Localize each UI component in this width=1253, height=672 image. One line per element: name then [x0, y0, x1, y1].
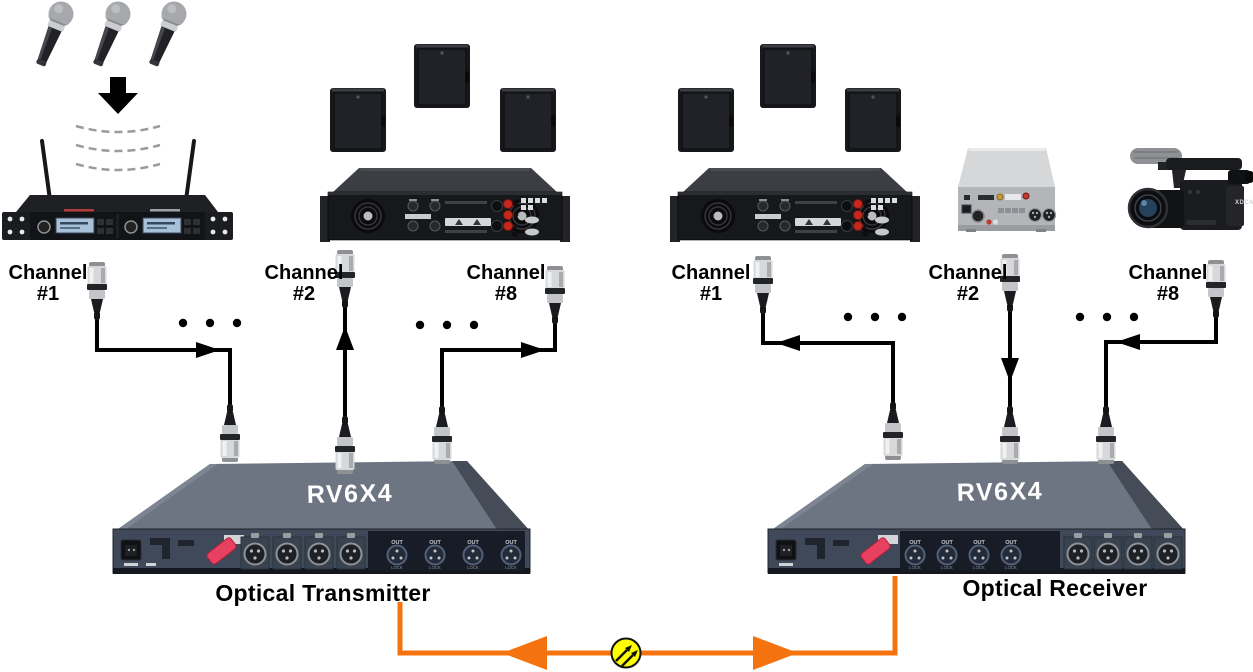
fiber-optic-cable [397, 576, 898, 656]
cable-left-channel-1 [95, 300, 232, 440]
lock-port-label: LOCK [909, 565, 921, 570]
power-amplifier [669, 167, 921, 243]
arrow-up-icon [336, 326, 354, 350]
fiber-arrow-left-icon [502, 636, 547, 670]
channel-label-left-1: Channel #1 [0, 263, 103, 305]
camera-brand-label: XDCAM [1235, 200, 1253, 206]
channel-label-left-8: Channel #8 [451, 263, 561, 305]
speaker-cabinet [499, 87, 557, 153]
down-arrow-icon [98, 77, 138, 114]
receiver-out-xlr-ports: OUT OUT OUT OUT LOCK LOCK LOCK LOCK [900, 531, 1060, 571]
video-camera: XDCAM [1127, 148, 1253, 230]
speaker-cabinet [759, 43, 817, 109]
warranty-tag [206, 537, 237, 565]
xlr-connector [335, 416, 355, 474]
wireless-mic-receiver [2, 139, 233, 240]
xlr-connector [883, 402, 903, 460]
lock-port-label: LOCK [505, 565, 517, 570]
channel-label-left-2: Channel #2 [249, 263, 359, 305]
speaker-cabinet [677, 87, 735, 153]
channel-number: #1 [699, 283, 723, 305]
fiber-optic-symbol-icon [610, 637, 642, 669]
lock-port-label: LOCK [1005, 565, 1017, 570]
out-port-label: OUT [391, 540, 403, 546]
channel-name: Channel [671, 262, 751, 284]
cable-right-channel-8 [1104, 295, 1218, 450]
out-port-label: OUT [505, 540, 517, 546]
xlr-connector [432, 406, 452, 464]
out-port-label: OUT [429, 540, 441, 546]
receiver-model-label: RV6X4 [956, 477, 1044, 507]
lock-port-label: LOCK [941, 565, 953, 570]
arrow-right-icon [196, 342, 220, 358]
ellipsis-dots [178, 312, 1139, 330]
channel-name: Channel [264, 262, 344, 284]
microphone-icon [85, 0, 135, 70]
transmitter-caption: Optical Transmitter [215, 580, 431, 606]
cable-arrowheads [196, 326, 1140, 382]
channel-name: Channel [928, 262, 1008, 284]
microphone-icon [28, 0, 78, 70]
optical-receiver-unit: OUT OUT OUT OUT LOCK LOCK LOCK LOCK [767, 461, 1186, 574]
xlr-connector [220, 404, 240, 462]
lock-port-label: LOCK [429, 565, 441, 570]
arrow-left-icon [776, 335, 800, 351]
arrow-down-icon [1001, 358, 1019, 382]
out-port-label: OUT [973, 540, 985, 546]
wireless-waves-icon [75, 124, 161, 172]
receiver-caption: Optical Receiver [962, 575, 1148, 601]
channel-number: #2 [956, 283, 980, 305]
speakers-right-group [677, 43, 902, 153]
cable-right-channel-1 [761, 290, 895, 445]
channel-number: #2 [292, 283, 316, 305]
out-port-label: OUT [909, 540, 921, 546]
channel-name: Channel [1128, 262, 1208, 284]
arrow-right-icon [521, 342, 545, 358]
transmitter-model-label: RV6X4 [306, 479, 394, 509]
warranty-tag [860, 537, 891, 565]
transmitter-out-xlr-ports: OUT OUT OUT OUT LOCK LOCK LOCK LOCK [368, 531, 525, 571]
channel-label-right-2: Channel #2 [913, 263, 1023, 305]
audio-processor [958, 148, 1057, 232]
channel-label-right-8: Channel #8 [1113, 263, 1223, 305]
channel-name: Channel [466, 262, 546, 284]
microphones-group [28, 0, 191, 70]
out-port-label: OUT [1005, 540, 1017, 546]
transmitter-input-xlr-ports [240, 533, 366, 570]
xlr-connector [1096, 406, 1116, 464]
speaker-cabinet [329, 87, 387, 153]
lock-port-label: LOCK [973, 565, 985, 570]
receiver-input-xlr-ports [1063, 533, 1183, 570]
out-port-label: OUT [941, 540, 953, 546]
fiber-arrow-right-icon [753, 636, 798, 670]
channel-number: #8 [494, 283, 518, 305]
speaker-cabinet [413, 43, 471, 109]
channel-number: #1 [36, 283, 60, 305]
channel-label-right-1: Channel #1 [656, 263, 766, 305]
channel-name: Channel [8, 262, 88, 284]
power-amplifier [319, 167, 571, 243]
out-port-label: OUT [467, 540, 479, 546]
speaker-cabinet [844, 87, 902, 153]
channel-number: #8 [1156, 283, 1180, 305]
optical-transmitter-unit: OUT OUT OUT OUT LOCK LOCK LOCK LOCK [112, 461, 531, 574]
lock-port-label: LOCK [391, 565, 403, 570]
speakers-left-group [329, 43, 557, 153]
microphone-icon [141, 0, 191, 70]
lock-port-label: LOCK [467, 565, 479, 570]
xlr-connector [1000, 406, 1020, 464]
arrow-left-icon [1116, 334, 1140, 350]
